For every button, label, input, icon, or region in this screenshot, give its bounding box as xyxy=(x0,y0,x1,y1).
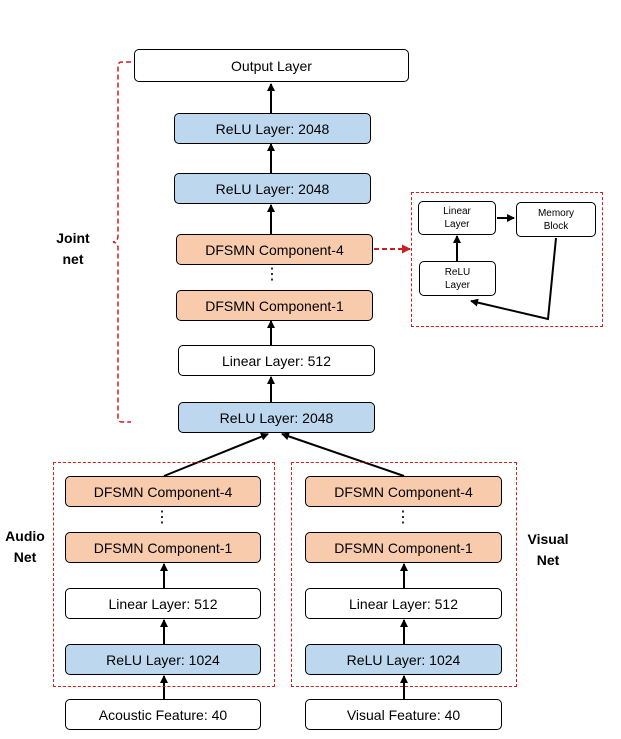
detail-memory-line2: Block xyxy=(543,220,569,232)
arrow-memory-to-relu-loop xyxy=(470,237,557,321)
dfsmn-detail-group xyxy=(411,192,603,327)
joint-net-label: Joint net xyxy=(46,228,100,270)
relu-layer-top: ReLU Layer: 2048 xyxy=(174,113,371,144)
joint-relu-layer-bottom: ReLU Layer: 2048 xyxy=(178,402,375,433)
joint-net-label-line2: net xyxy=(62,251,84,267)
detail-memory-line1: Memory xyxy=(537,207,575,219)
visual-dfsmn-component-1: DFSMN Component-1 xyxy=(305,532,502,563)
visual-net-label-line1: Visual xyxy=(527,531,569,547)
detail-relu-line1: ReLU xyxy=(444,266,471,278)
audio-net-label-line2: Net xyxy=(13,549,37,565)
visual-feature-input: Visual Feature: 40 xyxy=(305,699,502,730)
detail-linear-line2: Layer xyxy=(444,219,470,230)
detail-relu-line2: Layer xyxy=(444,279,470,291)
acoustic-feature-input: Acoustic Feature: 40 xyxy=(65,699,261,730)
detail-linear-line1: Linear xyxy=(443,206,471,217)
arrow-visual-to-joint xyxy=(281,432,405,477)
joint-net-label-line1: Joint xyxy=(56,230,90,246)
audio-dfsmn-component-1: DFSMN Component-1 xyxy=(65,532,261,563)
visual-net-label-line2: Net xyxy=(536,552,560,568)
joint-dfsmn-component-4: DFSMN Component-4 xyxy=(176,234,373,265)
visual-relu-layer: ReLU Layer: 1024 xyxy=(305,644,502,675)
detail-memory-block: Memory Block xyxy=(516,202,596,237)
audio-linear-layer: Linear Layer: 512 xyxy=(65,588,261,619)
audio-net-label-line1: Audio xyxy=(5,528,45,544)
audio-dfsmn-component-4: DFSMN Component-4 xyxy=(65,476,261,507)
audio-net-group xyxy=(53,462,275,687)
output-layer: Output Layer xyxy=(134,49,409,82)
joint-net-brace xyxy=(112,61,131,423)
visual-dfsmn-component-4: DFSMN Component-4 xyxy=(305,476,502,507)
audio-net-label: Audio Net xyxy=(0,526,50,568)
joint-ellipsis: ⋮ xyxy=(264,266,280,283)
arrow-audio-to-joint xyxy=(163,432,269,477)
joint-linear-layer: Linear Layer: 512 xyxy=(178,345,375,376)
relu-layer-second: ReLU Layer: 2048 xyxy=(174,173,371,204)
visual-linear-layer: Linear Layer: 512 xyxy=(305,588,502,619)
audio-ellipsis: ⋮ xyxy=(154,509,170,526)
detail-linear-layer: Linear Layer xyxy=(418,201,496,235)
visual-net-group xyxy=(291,462,517,687)
detail-relu-layer: ReLU Layer xyxy=(419,261,496,296)
audio-relu-layer: ReLU Layer: 1024 xyxy=(65,644,261,675)
visual-net-label: Visual Net xyxy=(520,529,576,571)
joint-dfsmn-component-1: DFSMN Component-1 xyxy=(176,290,373,321)
visual-ellipsis: ⋮ xyxy=(395,509,411,526)
